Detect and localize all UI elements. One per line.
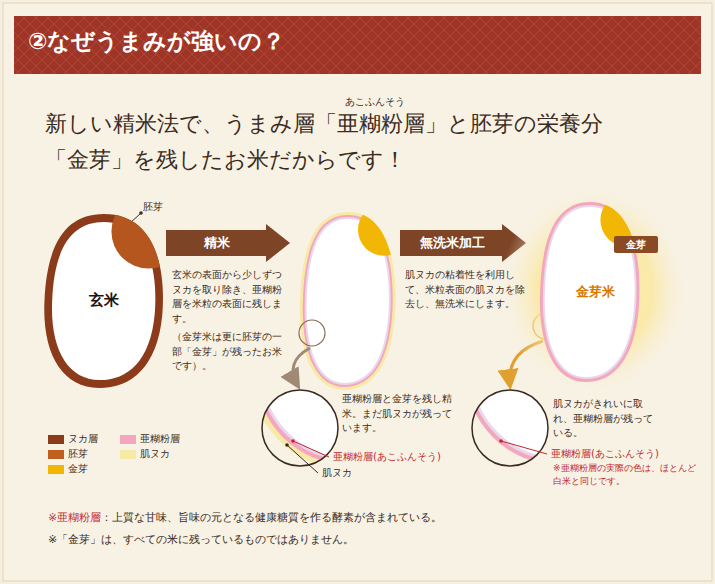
legend-swatch [48,450,64,459]
leader-dot [285,443,289,447]
node-label: 金芽 [626,238,646,252]
annotation: ：上質な甘味、旨味の元となる健康糖質を作る酵素が含まれている。 [101,510,442,526]
process-arrow: 精米 [166,224,290,262]
zoom-outline [262,390,338,466]
tag-shape [614,236,658,253]
legend-swatch [120,435,136,444]
legend-swatch [120,450,136,459]
annotation: 亜糊粉層と金芽を残し精米。まだ肌ヌカが残っています。 [342,392,452,436]
zoom-arrow [293,348,310,386]
zoom-marker [299,320,325,346]
title-band-pattern [14,16,701,74]
annotation: 肌ヌカがきれいに取れ、亜糊粉層が残っている。 [553,397,657,441]
legend-label: 金芽 [68,462,88,476]
annotation: ※「金芽」は、すべての米に残っているものではありません。 [48,532,354,548]
legend-item: ヌカ層 [48,432,98,446]
legend-item: 亜糊粉層 [120,432,180,446]
panel [3,3,712,581]
title-band [14,16,701,74]
brown-rice-grain: 玄米 [40,210,168,390]
legend-label: ヌカ層 [68,432,98,446]
legend-item: 肌ヌカ [120,447,170,461]
legend-swatch [48,465,64,474]
leader-line [293,441,329,457]
annotation: 肌ヌカの粘着性を利用して、米粒表面の肌ヌカを除去し、無洗米にします。 [405,268,525,312]
legend-item: 金芽 [48,462,88,476]
annotation: 胚芽 [143,200,163,215]
legend-label: 胚芽 [68,447,88,461]
annotation: （金芽米は更に胚芽の一部「金芽」が残ったお米です）。 [172,330,286,374]
annotation: 亜糊粉層(あこふんそう) [333,450,441,465]
node-label: 無洗米加工 [420,234,485,252]
annotation: 肌ヌカ [322,466,352,481]
headline: 新しい精米法で、うまみ層「亜糊粉層」と胚芽の栄養分 [45,110,603,139]
headline: 「金芽」を残したお米だからです！ [45,146,406,175]
leader-dot [291,439,295,443]
legend-swatch [48,435,64,444]
kinme-tag: 金芽 [614,236,658,253]
leader-line [501,441,547,454]
annotation: ※亜糊粉層の実際の色は、ほとんど白米と同じです。 [553,462,703,488]
glow [500,185,690,395]
annotation: 亜糊粉層(あこふんそう) [551,447,659,462]
node-label: 精米 [204,234,230,252]
title: ②なぜうまみが強いの？ [28,27,285,57]
legend-label: 亜糊粉層 [140,432,180,446]
kinmemai-grain: 金芽米 金芽 [500,180,690,390]
legend-label: 肌ヌカ [140,447,170,461]
legend-item: 胚芽 [48,447,88,461]
node-label: 玄米 [89,291,119,310]
zoom-outline [472,390,548,466]
annotation: ※亜糊粉層 [48,510,101,526]
leader-dot [499,439,503,443]
leader-line [287,445,318,473]
arrow-shape [166,224,290,262]
annotation: あこふんそう [345,95,405,110]
annotation: 玄米の表面から少しずつヌカを取り除き、亜糊粉層を米粒の表面に残します。 [172,268,286,326]
node-label: 金芽米 [576,283,615,301]
